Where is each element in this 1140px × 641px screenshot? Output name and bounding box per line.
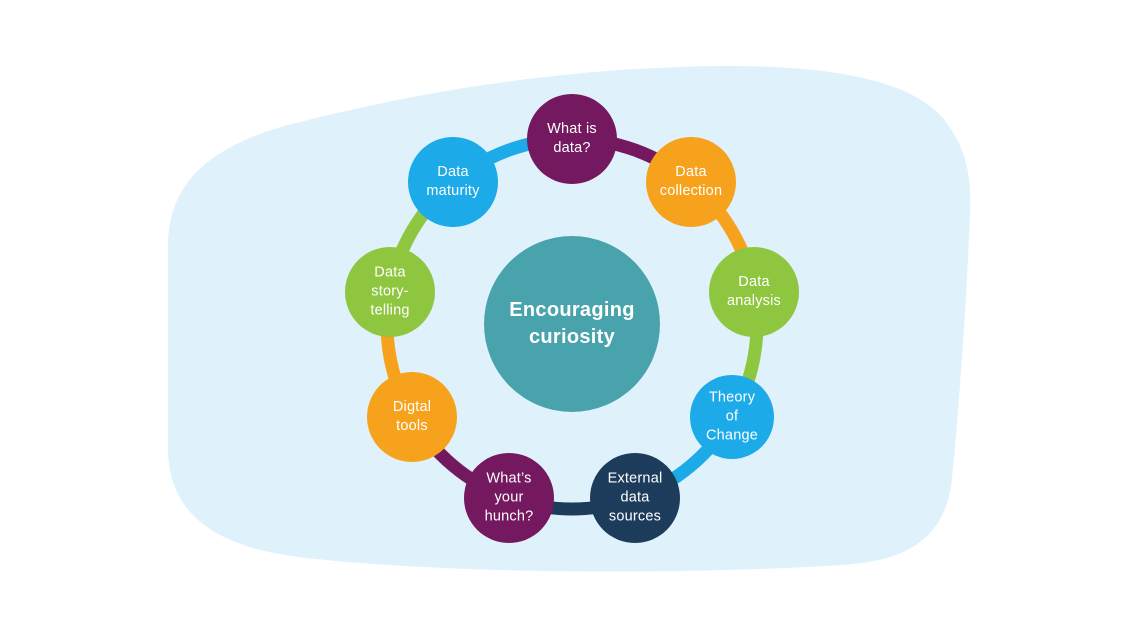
- node-circle-external-data-sources: [590, 453, 680, 543]
- node-circle-data-maturity: [408, 137, 498, 227]
- center-circle-encouraging-curiosity: [484, 236, 660, 412]
- node-circle-data-collection: [646, 137, 736, 227]
- node-circle-digtal-tools: [367, 372, 457, 462]
- node-circle-data-storytelling: [345, 247, 435, 337]
- node-circle-what-is-data: [527, 94, 617, 184]
- node-circle-whats-your-hunch: [464, 453, 554, 543]
- node-circle-data-analysis: [709, 247, 799, 337]
- node-circle-theory-of-change: [690, 375, 774, 459]
